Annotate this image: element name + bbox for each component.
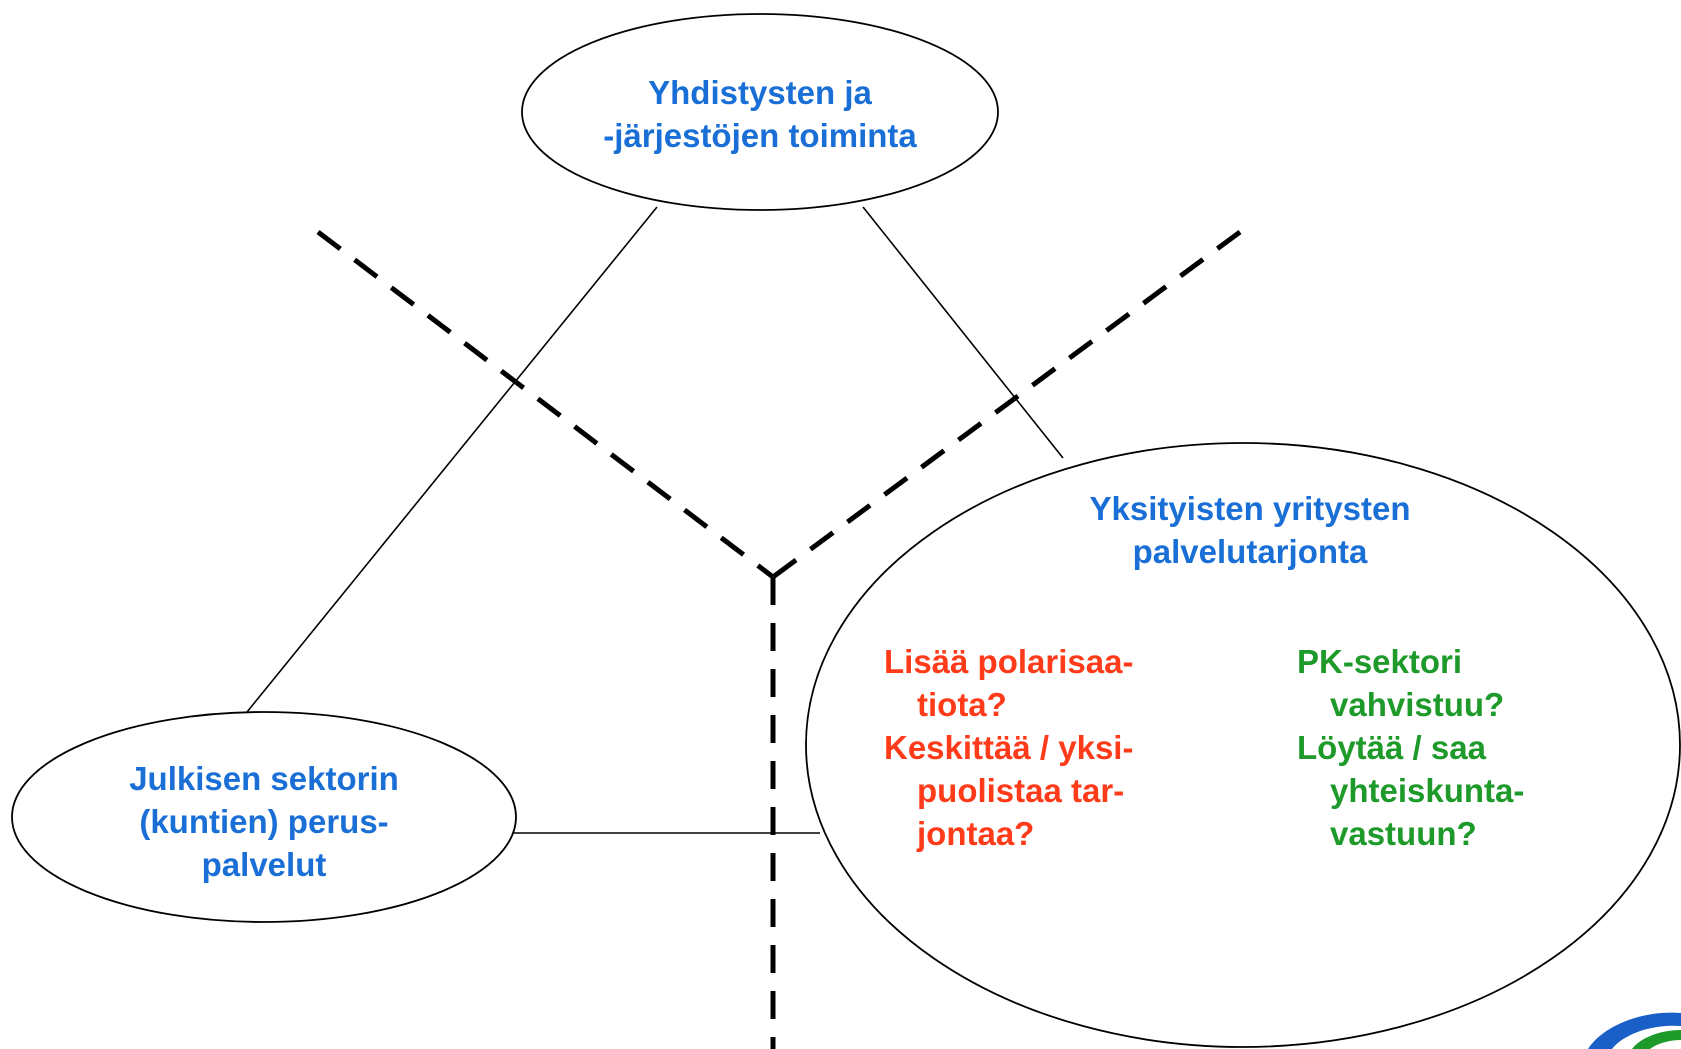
node-left-line2: (kuntien) perus- bbox=[139, 803, 389, 840]
node-right-ellipse bbox=[805, 442, 1681, 1048]
opportunity-item: vahvistuu? bbox=[1330, 686, 1505, 723]
node-top-ellipse bbox=[521, 13, 999, 211]
divider-right-diagonal bbox=[771, 229, 1242, 580]
node-right-title: Yksityisten yritysten palvelutarjonta bbox=[1000, 487, 1500, 573]
node-top-line1: Yhdistysten ja bbox=[648, 74, 872, 111]
opportunity-item: yhteiskunta- bbox=[1330, 772, 1525, 809]
node-left-label: Julkisen sektorin (kuntien) perus- palve… bbox=[64, 757, 464, 886]
risk-item: Keskittää / yksi- bbox=[884, 729, 1134, 766]
opportunity-item: Löytää / saa bbox=[1297, 729, 1486, 766]
connector-top-left bbox=[246, 206, 658, 713]
risk-item: jontaa? bbox=[917, 815, 1035, 852]
node-top-line2: -järjestöjen toiminta bbox=[603, 117, 917, 154]
node-left-line1: Julkisen sektorin bbox=[129, 760, 399, 797]
risk-item: puolistaa tar- bbox=[917, 772, 1125, 809]
node-right-title-line2: palvelutarjonta bbox=[1132, 533, 1368, 570]
node-left-line3: palvelut bbox=[201, 846, 327, 883]
opportunity-item: vastuun? bbox=[1330, 815, 1477, 852]
connector-top-right bbox=[862, 206, 1064, 459]
risks-list: Lisää polarisaa- tiota? Keskittää / yksi… bbox=[884, 640, 1204, 855]
risk-item: tiota? bbox=[917, 686, 1007, 723]
risk-item: Lisää polarisaa- bbox=[884, 643, 1134, 680]
opportunity-item: PK-sektori bbox=[1297, 643, 1463, 680]
node-right-title-line1: Yksityisten yritysten bbox=[1089, 490, 1411, 527]
divider-left-diagonal bbox=[316, 230, 775, 579]
opportunities-list: PK-sektori vahvistuu? Löytää / saa yhtei… bbox=[1297, 640, 1617, 855]
node-top-label: Yhdistysten ja -järjestöjen toiminta bbox=[560, 71, 960, 157]
swirl-logo bbox=[1588, 1012, 1681, 1049]
node-left-ellipse bbox=[11, 711, 517, 923]
